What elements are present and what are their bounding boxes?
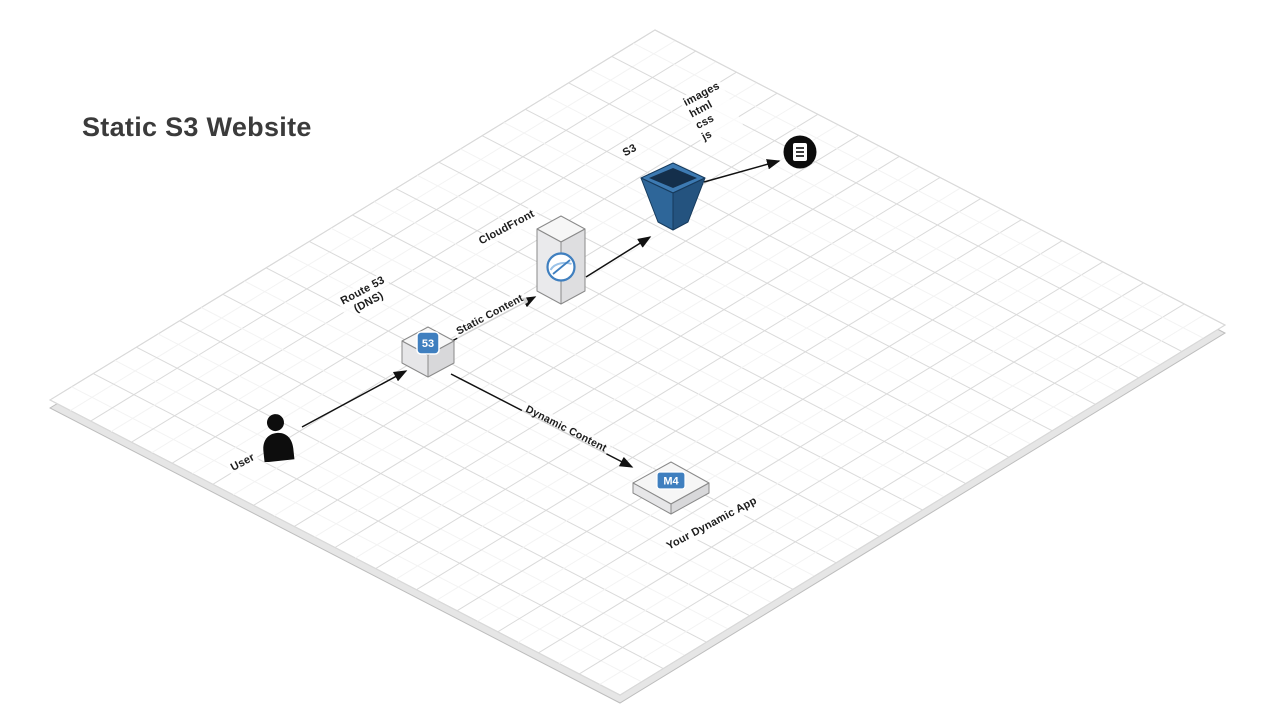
user-icon [263,414,295,462]
files-node[interactable] [781,133,819,171]
dynamic-app-badge [656,471,686,490]
user-node[interactable] [255,412,299,462]
files-icon [783,135,817,169]
route53-badge-text: 53 [422,338,434,350]
dynamic-app-node[interactable]: M4 [627,458,715,516]
cloudfront-logo-line [552,259,571,275]
dynamic-app-icon: M4 [632,461,710,515]
connector-s3-files [703,159,781,183]
s3-bucket-icon [640,162,706,231]
s3-bucket-right-face [672,177,706,231]
connector-user-route53 [301,370,408,428]
route53-badge [416,331,440,355]
connector-cloudfront-s3 [585,236,652,278]
route53-icon: 53 [401,326,455,378]
s3-bucket-opening [649,168,697,188]
cloudfront-node[interactable] [532,212,590,308]
route53-node[interactable]: 53 [397,323,459,381]
cloudfront-icon [536,215,586,305]
s3-node[interactable] [638,161,708,233]
page-title: Static S3 Website [82,112,312,142]
dynamic-app-badge-text: M4 [663,476,679,488]
cloudfront-logo-swoosh [549,261,572,271]
